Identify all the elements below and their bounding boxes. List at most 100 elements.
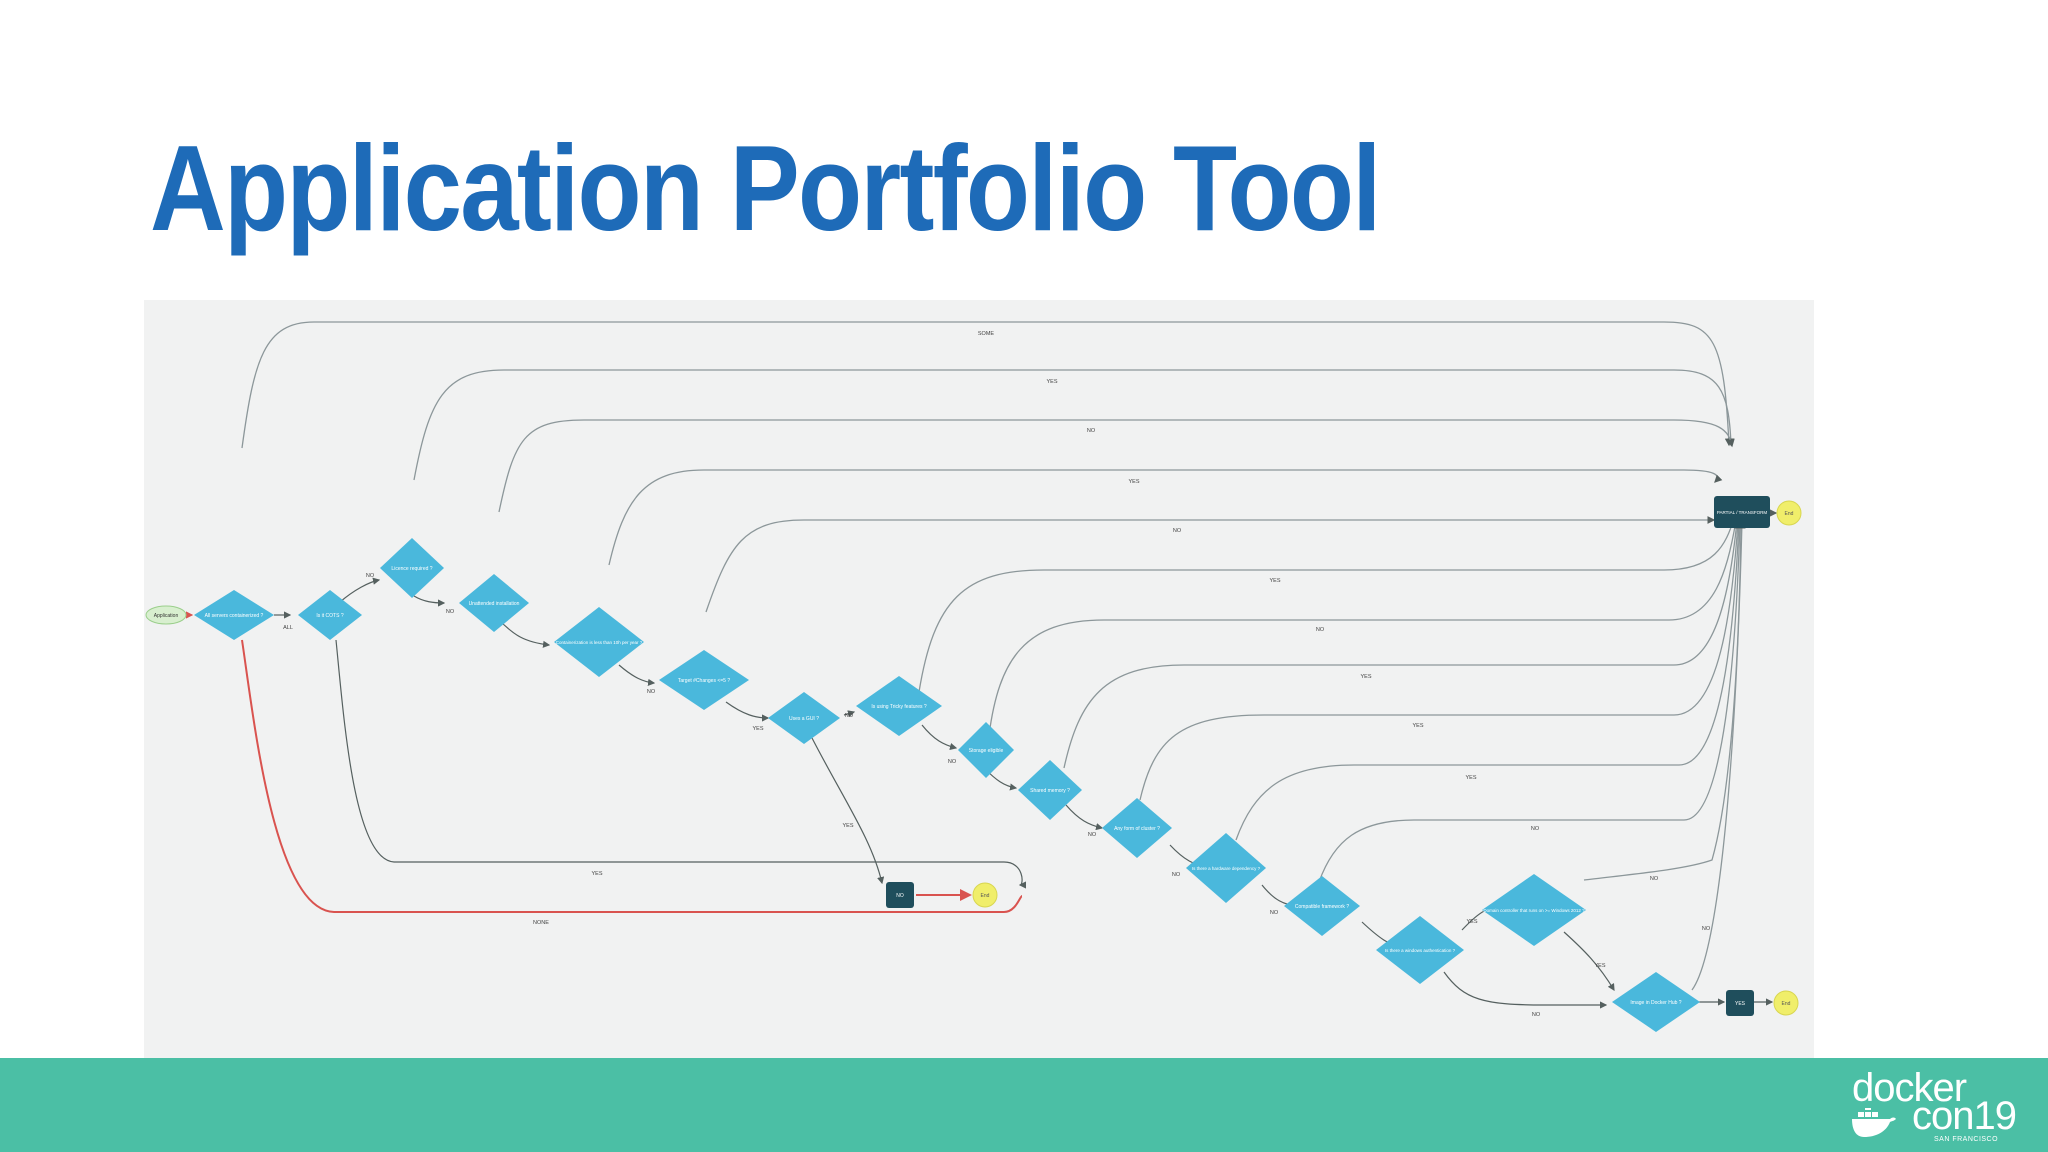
decision-tricky: Is using Tricky features ? bbox=[856, 676, 942, 736]
edge-label: YES bbox=[1466, 919, 1477, 925]
edge-changes-no bbox=[705, 516, 1716, 613]
edge-domain-no bbox=[1583, 520, 1745, 881]
svg-text:Shared memory ?: Shared memory ? bbox=[1030, 788, 1070, 794]
edge-label: NO bbox=[647, 689, 656, 695]
edge-some bbox=[241, 321, 1733, 449]
edge-label: NO bbox=[1531, 826, 1540, 832]
svg-text:YES: YES bbox=[1735, 1001, 1746, 1007]
decision-windows-auth: Is there a windows authentication ? bbox=[1376, 916, 1464, 984]
decision-unattended: Unattended installation bbox=[459, 574, 529, 632]
edge-group-top bbox=[241, 321, 1746, 991]
edge-label: NO bbox=[446, 609, 455, 615]
svg-text:Domain controller that runs on: Domain controller that runs on >= Window… bbox=[1483, 908, 1585, 913]
logo-line-docker: docker bbox=[1852, 1066, 1967, 1110]
edge-labels: SOME YES NO YES NO YES NO YES YES YES NO… bbox=[283, 331, 1711, 1018]
start-node bbox=[145, 605, 187, 625]
edge-group-chain bbox=[184, 509, 1778, 1009]
edge-label: NO bbox=[1532, 1012, 1541, 1018]
decision-containerization: Containerization is less than 10h per ye… bbox=[554, 607, 644, 677]
edge-containerize-yes bbox=[608, 469, 1723, 566]
svg-text:End: End bbox=[1782, 1001, 1791, 1007]
flowchart-diagram: Application All servers containerized ? … bbox=[144, 300, 1814, 1058]
edge-label: YES bbox=[1412, 723, 1423, 729]
decision-domain-controller: Domain controller that runs on >= Window… bbox=[1482, 874, 1586, 946]
svg-text:End: End bbox=[981, 893, 990, 899]
terminal-no: NO bbox=[886, 882, 914, 908]
decision-shared-memory: Shared memory ? bbox=[1018, 760, 1082, 820]
edge-label: NONE bbox=[533, 920, 549, 926]
svg-text:Any form of cluster ?: Any form of cluster ? bbox=[1114, 826, 1160, 832]
page-title: Application Portfolio Tool bbox=[150, 120, 1381, 256]
edge-none-red bbox=[241, 639, 1023, 913]
edge-label: YES bbox=[591, 871, 602, 877]
edge-label: NO bbox=[948, 759, 957, 765]
decision-gui: Uses a GUI ? bbox=[768, 692, 840, 744]
decision-framework: Compatible framework ? bbox=[1284, 876, 1360, 936]
edge-label: YES bbox=[1594, 963, 1605, 969]
svg-text:All servers containerized ?: All servers containerized ? bbox=[205, 613, 264, 619]
edge-label: NO bbox=[1650, 876, 1659, 882]
edge-label: NO bbox=[1270, 910, 1279, 916]
logo-line-con19: con19 bbox=[1912, 1094, 2017, 1138]
svg-text:NO: NO bbox=[896, 893, 904, 899]
edge-d5-d6 bbox=[618, 664, 656, 686]
svg-text:Is it COTS ?: Is it COTS ? bbox=[316, 613, 343, 619]
decision-cots: Is it COTS ? bbox=[298, 590, 362, 640]
end-node-no: End bbox=[972, 882, 998, 908]
edge-hardware-yes bbox=[1235, 520, 1743, 841]
end-node-partial: End bbox=[1776, 500, 1802, 526]
edge-label: YES bbox=[1046, 379, 1057, 385]
edge-label: YES bbox=[752, 726, 763, 732]
edge-d8-d9 bbox=[921, 724, 958, 751]
edge-label: NO bbox=[845, 713, 854, 719]
svg-text:Is there a hardware dependency: Is there a hardware dependency ? bbox=[1192, 866, 1261, 871]
edge-label: NO bbox=[1173, 528, 1182, 534]
decision-hardware: Is there a hardware dependency ? bbox=[1186, 833, 1266, 903]
edge-d4-d5 bbox=[498, 619, 551, 648]
edge-unattended-no bbox=[498, 419, 1735, 513]
edge-label: NO bbox=[1316, 627, 1325, 633]
end-node-yes: End bbox=[1773, 990, 1799, 1016]
svg-text:Unattended installation: Unattended installation bbox=[469, 601, 520, 607]
edge-cluster-yes bbox=[1139, 520, 1742, 801]
edge-cots-no bbox=[335, 639, 1027, 889]
edge-label: NO bbox=[1088, 832, 1097, 838]
edge-shared-yes bbox=[1063, 519, 1741, 769]
svg-text:Compatible framework ?: Compatible framework ? bbox=[1295, 904, 1349, 910]
svg-text:Licence required ?: Licence required ? bbox=[391, 566, 432, 572]
decision-all-servers: All servers containerized ? bbox=[194, 590, 274, 640]
edge-label: NO bbox=[1087, 428, 1096, 434]
edge-label: YES bbox=[1465, 775, 1476, 781]
edge-tricky-yes bbox=[918, 516, 1736, 693]
edge-label: YES bbox=[1360, 674, 1371, 680]
terminal-partial-transform: PARTIAL / TRANSFORM bbox=[1714, 496, 1770, 528]
edge-label: YES bbox=[1128, 479, 1139, 485]
edge-framework-no bbox=[1318, 520, 1744, 883]
svg-text:Uses a GUI ?: Uses a GUI ? bbox=[789, 716, 819, 722]
svg-text:PARTIAL / TRANSFORM: PARTIAL / TRANSFORM bbox=[1717, 510, 1768, 515]
dockercon-logo: docker con19 SAN FRANCISCO bbox=[1850, 1066, 2030, 1146]
decision-cluster: Any form of cluster ? bbox=[1102, 798, 1172, 858]
svg-text:Containerization is less than: Containerization is less than 10h per ye… bbox=[556, 640, 643, 645]
edge-label: NO bbox=[366, 573, 375, 579]
edge-d15-d16 bbox=[1563, 931, 1615, 992]
edge-d3-d4 bbox=[413, 595, 446, 607]
edge-label: SOME bbox=[978, 331, 995, 337]
edge-label: ALL bbox=[283, 625, 293, 631]
decision-docker-hub: Image in Docker Hub ? bbox=[1612, 972, 1700, 1032]
edge-image-no bbox=[1691, 520, 1746, 991]
edge-licence-yes bbox=[413, 369, 1735, 481]
edge-d7-d8 bbox=[843, 710, 856, 718]
start-label: Application bbox=[154, 613, 179, 619]
flowchart-svg: Application All servers containerized ? … bbox=[145, 321, 1802, 1032]
svg-text:Image in Docker Hub ?: Image in Docker Hub ? bbox=[1630, 1000, 1681, 1006]
edge-d7-no bbox=[811, 737, 885, 885]
decision-licence: Licence required ? bbox=[380, 538, 444, 598]
footer-bar: docker con19 SAN FRANCISCO bbox=[0, 1058, 2048, 1152]
terminal-yes: YES bbox=[1726, 990, 1754, 1016]
svg-text:Storage eligible: Storage eligible bbox=[969, 748, 1004, 754]
edge-d14-d16 bbox=[1443, 971, 1608, 1009]
decision-storage: Storage eligible bbox=[958, 722, 1014, 778]
docker-whale-icon bbox=[1852, 1108, 1896, 1137]
svg-text:Is there a windows authenticat: Is there a windows authentication ? bbox=[1385, 948, 1456, 953]
